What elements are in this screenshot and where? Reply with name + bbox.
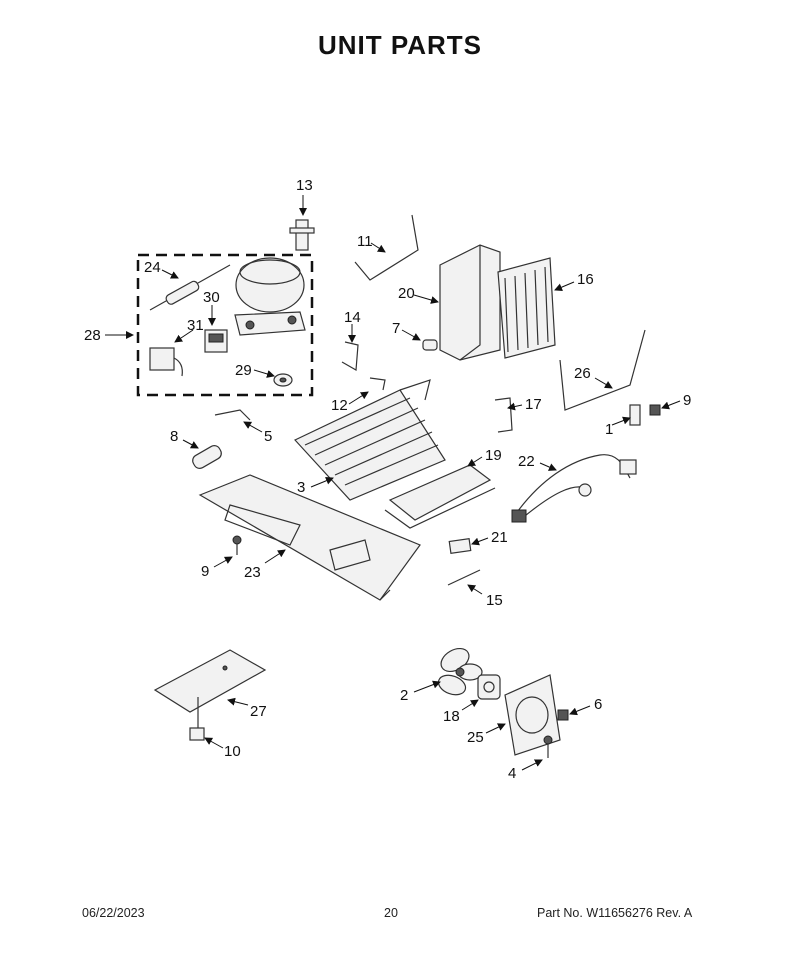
callout-29: 29 — [235, 362, 252, 379]
part-3-evaporator[interactable] — [294, 379, 446, 501]
callout-21: 21 — [491, 529, 508, 546]
part-4-screw[interactable] — [543, 735, 553, 758]
callout-7: 7 — [392, 320, 400, 337]
footer-date: 06/22/2023 — [82, 906, 145, 920]
part-8-tube[interactable] — [191, 443, 224, 470]
callout-23: 23 — [244, 564, 261, 581]
part-25-fan-bracket[interactable] — [504, 674, 561, 756]
part-1-heater[interactable] — [629, 404, 641, 426]
page-title: UNIT PARTS — [317, 30, 483, 60]
callout-15: 15 — [486, 592, 503, 609]
part-31-overload[interactable] — [149, 347, 183, 377]
callout-9-right: 9 — [683, 392, 691, 409]
callout-27: 27 — [250, 703, 267, 720]
part-17-clip[interactable] — [494, 397, 513, 433]
callout-28: 28 — [84, 327, 101, 344]
callout-30: 30 — [203, 289, 220, 306]
callout-24: 24 — [144, 259, 161, 276]
callout-2: 2 — [400, 687, 408, 704]
part-10-fastener[interactable] — [189, 727, 205, 741]
part-22-wire-harness[interactable] — [511, 454, 637, 523]
part-24-drier[interactable] — [149, 264, 231, 311]
callout-20: 20 — [398, 285, 415, 302]
part-16-condenser[interactable] — [497, 257, 556, 359]
callout-8: 8 — [170, 428, 178, 445]
callout-4: 4 — [508, 765, 516, 782]
part-29-grommet[interactable] — [273, 373, 293, 387]
callout-13: 13 — [296, 177, 313, 194]
part-12-bracket[interactable] — [369, 377, 386, 391]
part-6-screw[interactable] — [557, 709, 569, 721]
part-13-valve[interactable] — [289, 219, 315, 251]
callout-17: 17 — [525, 396, 542, 413]
part-2-fan-blade[interactable] — [436, 644, 483, 698]
part-15-tie[interactable] — [447, 569, 481, 586]
callout-6: 6 — [594, 696, 602, 713]
compressor-kit-box — [136, 253, 314, 397]
callout-14: 14 — [344, 309, 361, 326]
callout-9-left: 9 — [201, 563, 209, 580]
part-30-relay[interactable] — [204, 329, 228, 353]
part-11-tube[interactable] — [354, 214, 419, 281]
part-21-clip[interactable] — [448, 537, 472, 555]
part-27-cover[interactable] — [153, 649, 267, 728]
part-5-wire[interactable] — [214, 409, 251, 421]
part-23-base-plate[interactable] — [198, 474, 421, 601]
part-9-screw-b[interactable] — [232, 535, 242, 555]
callout-11: 11 — [357, 233, 373, 250]
callout-25: 25 — [467, 729, 484, 746]
part-7-fitting[interactable] — [422, 339, 438, 351]
part-9-screw[interactable] — [649, 404, 661, 416]
callout-12: 12 — [331, 397, 348, 414]
callout-22: 22 — [518, 453, 535, 470]
callout-5: 5 — [264, 428, 272, 445]
part-18-fan-motor[interactable] — [477, 674, 501, 700]
compressor[interactable] — [234, 257, 306, 336]
footer-part-number: Part No. W11656276 Rev. A — [537, 906, 693, 920]
part-19-drain-pan[interactable] — [384, 464, 496, 529]
part-14-tube[interactable] — [341, 341, 359, 371]
callout-31: 31 — [187, 317, 204, 334]
footer-page-number: 20 — [384, 906, 398, 920]
callout-18: 18 — [443, 708, 460, 725]
part-20-shroud[interactable] — [439, 244, 501, 361]
callout-26: 26 — [574, 365, 591, 382]
callout-10: 10 — [224, 743, 241, 760]
callout-1: 1 — [605, 421, 613, 438]
callout-3: 3 — [297, 479, 305, 496]
part-26-tube[interactable] — [559, 329, 646, 411]
callout-16: 16 — [577, 271, 594, 288]
callout-19: 19 — [485, 447, 502, 464]
